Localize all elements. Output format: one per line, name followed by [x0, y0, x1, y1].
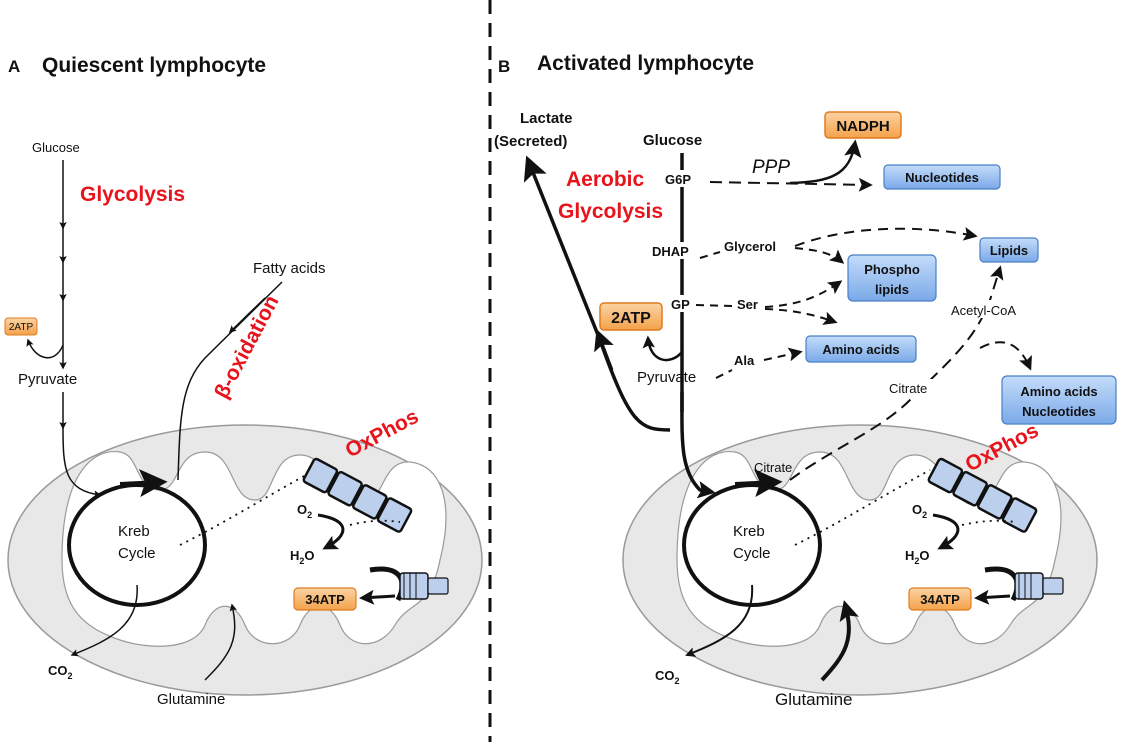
electron-dots-b [794, 469, 931, 546]
atp-2-label-b: 2ATP [611, 310, 651, 327]
pyruvate-to-cycle-arrow-b [680, 391, 716, 499]
beta-oxidation-arrow [228, 297, 266, 334]
o2-to-h2o-arrow-b [932, 513, 960, 550]
atp-synthase-arrow-b [974, 589, 1011, 605]
nucleotides-box [883, 164, 1001, 190]
gp-label: GP [671, 297, 690, 312]
citrate-out-label: Citrate [889, 381, 927, 396]
lactate-arrow-mid [594, 329, 614, 371]
kreb-label: Kreb [118, 523, 150, 540]
panel-a: A Quiescent lymphocyte Glucose Glycolysi… [4, 54, 483, 708]
ppp-label: PPP [752, 157, 790, 178]
kreb-cycle-arrowhead-b [734, 469, 783, 498]
pyruvate-ala-dash [715, 369, 733, 379]
dhap-label: DHAP [652, 244, 689, 259]
etc-complexes [302, 457, 413, 533]
kreb-cycle-arrowhead [119, 469, 168, 498]
kreb-label-b: Kreb [733, 523, 765, 540]
beta-oxidation-label: β-oxidation [210, 292, 283, 403]
ppp-to-nadph-arrow [789, 139, 862, 185]
ser-label: Ser [737, 297, 758, 312]
g6p-label: G6P [665, 172, 691, 187]
panel-b-title: Activated lymphocyte [537, 52, 754, 75]
panel-a-title: Quiescent lymphocyte [42, 54, 266, 77]
glycolysis-label: Glycolysis [80, 183, 185, 206]
atp-synthase-arrow [359, 589, 396, 605]
ser-to-phospholipids-arrow [764, 280, 843, 308]
aerobic-label: Aerobic [566, 168, 645, 191]
acetyl-coa-to-aa-arrow [979, 341, 1032, 371]
ser-to-amino-acids-arrow [764, 308, 838, 325]
co2-arrow [70, 584, 138, 657]
o2-label: O2 [297, 502, 312, 520]
gp-dash [695, 304, 735, 307]
o2-label-b: O2 [912, 502, 927, 520]
cycle-label: Cycle [118, 545, 156, 562]
g6p-to-nucleotides-arrow [709, 177, 873, 192]
atp-2-arrow [26, 338, 64, 359]
fatty-acids-label: Fatty acids [253, 260, 326, 277]
lipids-label: Lipids [990, 243, 1028, 258]
h2o-label-b: H2O [905, 548, 930, 566]
secreted-label: (Secreted) [494, 133, 567, 150]
co2-arrow-b [685, 584, 754, 657]
acetyl-coa-label: Acetyl-CoA [951, 303, 1016, 318]
phospholipids-label-1: Phospho [864, 262, 920, 277]
glucose-label: Glucose [32, 140, 80, 155]
electron-dots [179, 469, 316, 546]
pyruvate-to-cycle-arrow [62, 427, 102, 498]
g6p-bg [662, 170, 702, 187]
amino-acids-box [805, 335, 917, 363]
panel-b: B Activated lymphocyte Lactate (Secreted… [494, 52, 1117, 709]
cycle-label-b: Cycle [733, 545, 771, 562]
h2o-label: H2O [290, 548, 315, 566]
atp-2-arrow-b [642, 335, 683, 362]
nadph-box [824, 111, 902, 139]
atp-34-box [293, 587, 357, 611]
nucleotides-label: Nucleotides [905, 170, 979, 185]
aerobic-glycolysis-label: Glycolysis [558, 200, 663, 223]
panel-a-letter: A [8, 57, 20, 76]
phospholipids-box [847, 254, 937, 302]
glutamine-label: Glutamine [157, 691, 225, 708]
atp-34-label-b: 34ATP [920, 592, 960, 607]
atp-2-box-b [599, 302, 663, 331]
amino-acids-label: Amino acids [822, 342, 899, 357]
glycerol-to-lipids-arrow [794, 226, 978, 247]
co2-label-b: CO2 [655, 668, 680, 686]
citrate-to-lipids-arrow [789, 265, 1004, 481]
nadph-label: NADPH [836, 118, 889, 135]
o2-to-h2o-arrow [317, 513, 345, 550]
atp-2-label: 2ATP [9, 322, 34, 333]
glutamine-arrow [204, 603, 237, 681]
aa-nucleotides-label-2: Nucleotides [1022, 404, 1096, 419]
atp-34-box-b [908, 587, 972, 611]
ala-to-amino-acids-arrow [763, 347, 803, 362]
citrate-in-label: Citrate [754, 460, 792, 475]
ala-label: Ala [734, 353, 755, 368]
glucose-label-b: Glucose [643, 132, 702, 149]
lactate-label: Lactate [520, 110, 573, 127]
aa-nucleotides-box [1001, 375, 1117, 425]
etc-complexes-b [927, 457, 1038, 533]
beta-oxidation-path [177, 281, 283, 481]
co2-label: CO2 [48, 663, 73, 681]
panel-b-letter: B [498, 57, 510, 76]
aa-nucleotides-label-1: Amino acids [1020, 384, 1097, 399]
dhap-dash [699, 251, 721, 259]
atp-2-box [4, 317, 38, 336]
glycerol-label: Glycerol [724, 239, 776, 254]
glutamine-arrow-b [820, 600, 859, 682]
atp-34-label: 34ATP [305, 592, 345, 607]
pyruvate-label-b: Pyruvate [637, 369, 696, 386]
pyruvate-label: Pyruvate [18, 371, 77, 388]
phospholipids-label-2: lipids [875, 282, 909, 297]
lipids-box [979, 237, 1039, 263]
glutamine-label-b: Glutamine [775, 690, 852, 709]
glycerol-to-phospholipids-arrow [794, 247, 845, 264]
